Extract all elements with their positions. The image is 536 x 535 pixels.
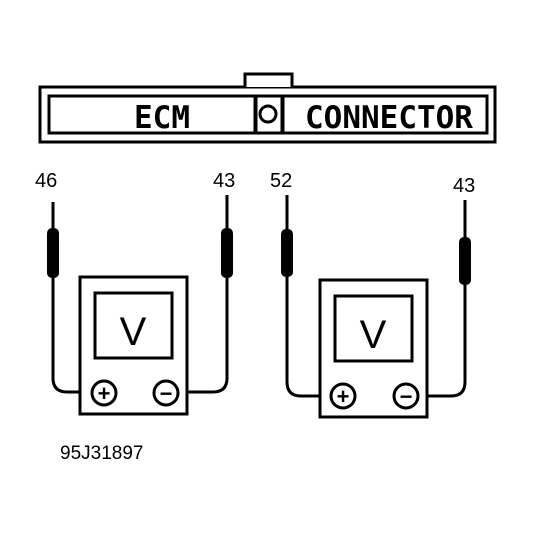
positive-probe-tip: [47, 228, 59, 278]
voltmeter-2: 52 43 V + −: [270, 170, 475, 419]
negative-terminal-icon: [392, 382, 420, 410]
voltmeter-1: 46 43 V + −: [35, 170, 235, 416]
probe-pin-label-52: 52: [270, 170, 292, 192]
voltmeter-symbol: V: [120, 310, 147, 354]
connector-left-panel: [47, 94, 257, 135]
positive-terminal-symbol: +: [98, 381, 111, 406]
voltmeter-symbol: V: [360, 313, 387, 357]
positive-lead-wire: [285, 195, 331, 398]
connector-locking-tab: [243, 72, 294, 87]
ecm-connector: ECM CONNECTOR: [38, 72, 497, 144]
voltmeter-display: [333, 294, 414, 363]
negative-terminal-symbol: −: [160, 381, 173, 406]
probe-pin-label-46: 46: [35, 170, 57, 192]
positive-terminal-icon: [329, 382, 357, 410]
connector-connector-label: CONNECTOR: [305, 100, 473, 136]
negative-lead-wire: [181, 195, 229, 394]
voltmeter-display: [93, 291, 174, 360]
connector-right-panel: [281, 94, 489, 135]
probe-pin-label-43: 43: [453, 175, 475, 197]
connector-latch-pin-icon: [258, 104, 278, 124]
negative-probe-tip: [459, 237, 471, 285]
negative-terminal-icon: [152, 379, 180, 407]
negative-terminal-symbol: −: [400, 384, 413, 409]
positive-terminal-symbol: +: [337, 384, 350, 409]
positive-terminal-icon: [90, 379, 118, 407]
negative-lead-wire: [420, 200, 467, 398]
connector-ecm-label: ECM: [134, 100, 190, 136]
negative-probe-tip: [221, 228, 233, 278]
positive-probe-tip: [281, 229, 293, 277]
probe-pin-label-43: 43: [213, 170, 235, 192]
figure-id-label: 95J31897: [60, 443, 143, 464]
positive-lead-wire: [51, 202, 92, 394]
